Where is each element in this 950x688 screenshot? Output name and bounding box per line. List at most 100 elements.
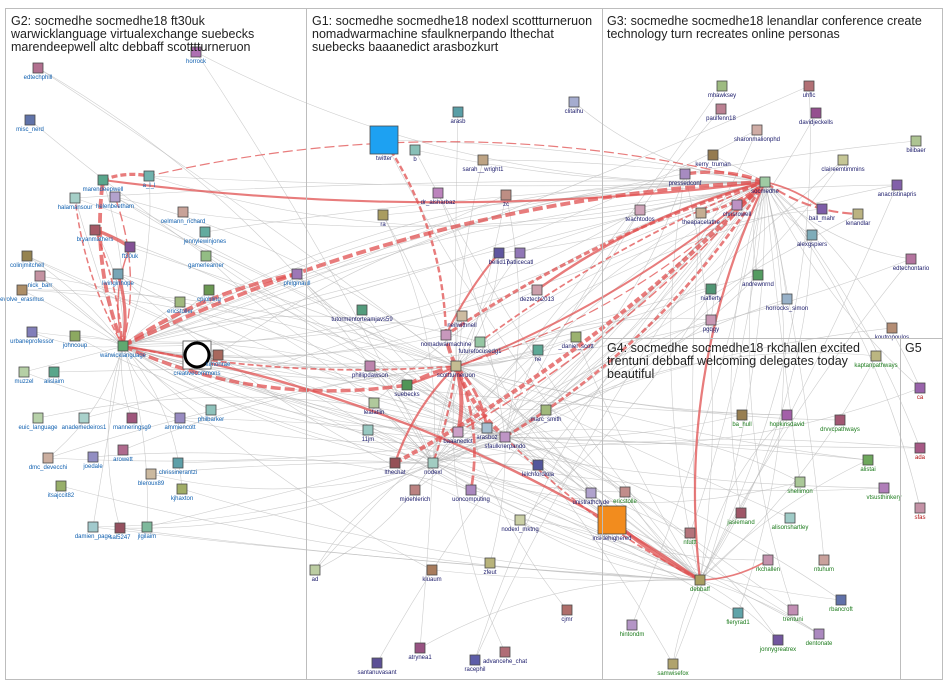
node-clitalhu[interactable]: clitalhu: [565, 96, 584, 115]
node-b[interactable]: b: [409, 144, 421, 163]
node-gamerlearner[interactable]: gamerlearner: [188, 250, 224, 269]
node-lthechat[interactable]: lthechat: [384, 457, 406, 476]
node-livinginhope[interactable]: livinginhope: [102, 268, 135, 287]
node-halamansour[interactable]: halamansour: [58, 192, 93, 211]
node-tutormentorteamjavs59[interactable]: tutormentorteamjavs59: [331, 304, 393, 323]
node-creativecommons[interactable]: creativecommons: [173, 340, 221, 377]
node-dentonate[interactable]: dentonate: [806, 628, 833, 647]
node-fleryrad1[interactable]: fleryrad1: [726, 607, 750, 626]
node-rbancroft[interactable]: rbancroft: [829, 594, 853, 613]
node-arasb[interactable]: arasb: [450, 106, 466, 125]
node-jennylewinjones[interactable]: jennylewinjones: [183, 226, 226, 245]
node-evolve_erasmus[interactable]: evolve_erasmus: [0, 284, 44, 303]
node-vtsusthinkery[interactable]: vtsusthinkery: [866, 482, 902, 501]
node-jlgilaim[interactable]: jlgilaim: [137, 521, 156, 540]
node-horrocks_simon[interactable]: horrocks_simon: [766, 293, 808, 312]
node-futurefocusedg1[interactable]: futurefocusedg1: [458, 336, 502, 355]
node-unistrathclyde[interactable]: unistrathclyde: [572, 487, 610, 506]
node-zfeut[interactable]: zfeut: [483, 557, 497, 576]
node-ca[interactable]: ca: [914, 382, 926, 401]
node-marendeepwell[interactable]: marendeepwell: [83, 174, 124, 193]
node-joedale[interactable]: joedale: [82, 451, 103, 470]
node-kluaum[interactable]: kluaum: [422, 564, 442, 583]
node-urbaneprofessor[interactable]: urbaneprofessor: [10, 326, 54, 345]
node-colinjmitchell[interactable]: colinjmitchell: [10, 250, 44, 269]
node-misc_nerd[interactable]: misc_nerd: [16, 114, 44, 133]
node-alexgspiers[interactable]: alexgspiers: [797, 229, 827, 248]
node-philbarker[interactable]: philbarker: [198, 404, 224, 423]
node-jasiemand[interactable]: jasiemand: [726, 507, 755, 526]
node-neilwithnell[interactable]: neilwithnell: [447, 310, 477, 329]
node-anacristinapris[interactable]: anacristinapris: [878, 179, 917, 198]
node-sal5247[interactable]: sal5247: [109, 522, 131, 541]
node-trentuni[interactable]: trentuni: [783, 604, 803, 623]
node-alisonshartley[interactable]: alisonshartley: [772, 512, 809, 531]
node-a_l_l[interactable]: a_l_l: [143, 170, 156, 189]
node-kerry_truman[interactable]: kerry_truman: [695, 149, 731, 168]
node-manneringsg9[interactable]: manneringsg9: [113, 412, 152, 431]
node-ba_hull[interactable]: ba_hull: [732, 409, 752, 428]
node-nodexl_mktng[interactable]: nodexl_mktng: [501, 514, 539, 533]
node-mjoehlerich[interactable]: mjoehlerich: [400, 484, 431, 503]
node-alistai[interactable]: alistai: [860, 454, 876, 473]
node-itsajccit82[interactable]: itsajccit82: [48, 480, 75, 499]
node-leichfordiola[interactable]: leichfordiola: [522, 459, 555, 478]
node-edtechontario[interactable]: edtechontario: [893, 253, 930, 272]
node-patlicecatl[interactable]: patlicecatl: [507, 247, 534, 266]
node-jonnygreatrex[interactable]: jonnygreatrex: [759, 634, 796, 653]
node-bleroux89[interactable]: bleroux89: [138, 468, 165, 487]
node-ne[interactable]: ne: [532, 344, 544, 363]
node-hopkinsdavid[interactable]: hopkinsdavid: [769, 409, 805, 428]
node-leafatlin[interactable]: leafatlin: [364, 397, 385, 416]
node-dmc_devecchi[interactable]: dmc_devecchi: [29, 452, 67, 471]
node-baaanedict[interactable]: baaanedict: [443, 426, 473, 445]
node-sfaulknerpando[interactable]: sfaulknerpando: [484, 431, 526, 450]
node-damien_page[interactable]: damien_page: [75, 521, 112, 540]
node-santanuvasant[interactable]: santanuvasant: [357, 657, 397, 676]
node-ft30uk[interactable]: ft30uk: [122, 241, 139, 260]
node-mhawksey[interactable]: mhawksey: [708, 80, 736, 99]
node-edtechphill[interactable]: edtechphill: [24, 62, 53, 81]
node-sfas[interactable]: sfas: [914, 502, 926, 521]
node-ntuttt[interactable]: ntuttt: [683, 527, 697, 546]
node-shellimon[interactable]: shellimon: [787, 476, 813, 495]
node-socmedhe[interactable]: socmedhe: [751, 176, 780, 195]
node-_daniel_scott[interactable]: _daniel_scott: [557, 331, 594, 350]
node-hintondm[interactable]: hintondm: [620, 619, 645, 638]
node-kaptanpathways[interactable]: kaptanpathways: [854, 350, 898, 369]
node-nodexl[interactable]: nodexl: [424, 457, 442, 476]
node-ericstolle[interactable]: ericstolle: [613, 486, 637, 505]
node-euic_language[interactable]: euic_language: [18, 412, 58, 431]
node-oelmann_richard[interactable]: oelmann_richard: [161, 206, 206, 225]
node-arasboz[interactable]: arasboz: [476, 422, 498, 441]
node-11jm[interactable]: 11jm: [362, 424, 375, 443]
node-johncoup[interactable]: johncoup: [62, 330, 88, 349]
node-paulfenn18[interactable]: paulfenn18: [706, 103, 737, 122]
node-davidjeckells[interactable]: davidjeckells: [799, 107, 833, 126]
node-arowett[interactable]: arowett: [113, 444, 133, 463]
node-ra[interactable]: ra: [377, 209, 389, 228]
node-chrisrowell[interactable]: chrisrowell: [723, 199, 751, 218]
node-ericstoller[interactable]: ericstoller: [167, 296, 193, 315]
node-atrynea1[interactable]: atrynea1: [408, 642, 432, 661]
node-zc[interactable]: zc: [500, 189, 512, 208]
node-anademedeiros1[interactable]: anademedeiros1: [62, 412, 107, 431]
node-ammiencott[interactable]: ammiencott: [164, 412, 196, 431]
node-alislaim[interactable]: alislaim: [44, 366, 64, 385]
node-bellid17[interactable]: bellid17: [489, 247, 510, 266]
node-pgqgy[interactable]: pgqgy: [703, 314, 719, 333]
node-sharonmalionphd[interactable]: sharonmalionphd: [734, 124, 780, 143]
node-cjmr[interactable]: cjmr: [561, 604, 573, 623]
node-samwisefox[interactable]: samwisefox: [657, 658, 689, 677]
node-simonrae[interactable]: simonrae: [206, 349, 231, 368]
node-sarah__wright1[interactable]: sarah__wright1: [462, 154, 504, 173]
node-uoncomputing[interactable]: uoncomputing: [452, 484, 490, 503]
node-andrewnrnd[interactable]: andrewnrnd: [742, 269, 774, 288]
node-ada[interactable]: ada: [914, 442, 926, 461]
node-advancehe_chat[interactable]: advancehe_chat: [483, 646, 527, 665]
node-claireemtimmins[interactable]: claireemtimmins: [821, 154, 865, 173]
node-uhflc[interactable]: uhflc: [803, 80, 816, 99]
node-cpjobling[interactable]: cpjobling: [197, 284, 221, 303]
node-deztech2013[interactable]: deztech2013: [520, 284, 555, 303]
node-drvvcpathways[interactable]: drvvcpathways: [820, 414, 860, 433]
